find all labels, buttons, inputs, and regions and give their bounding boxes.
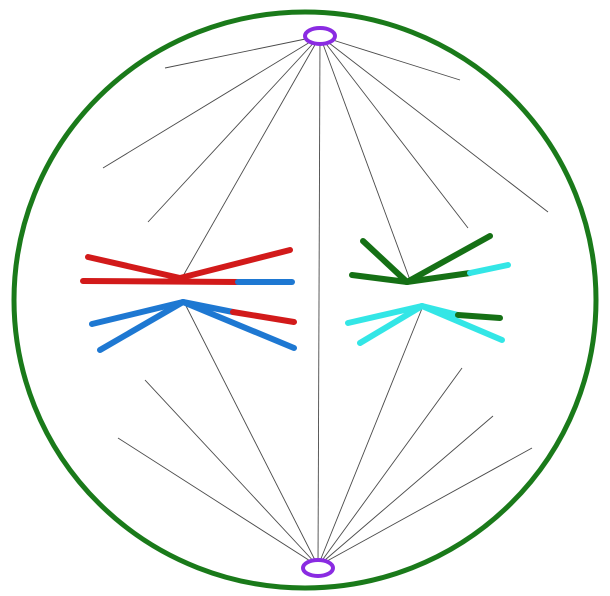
top-pole-spindle-fibers [103,36,548,566]
bottom-centrosome [303,560,333,576]
bottom-pole-spindle-fibers [118,300,532,566]
cell-membrane [14,12,596,588]
chromosome-blue-lower [92,302,294,350]
chromosome-green-upper [352,236,508,282]
top-centrosome [305,28,335,44]
chromosome-red-upper [83,250,292,282]
chromosome-cyan-lower [348,306,502,343]
